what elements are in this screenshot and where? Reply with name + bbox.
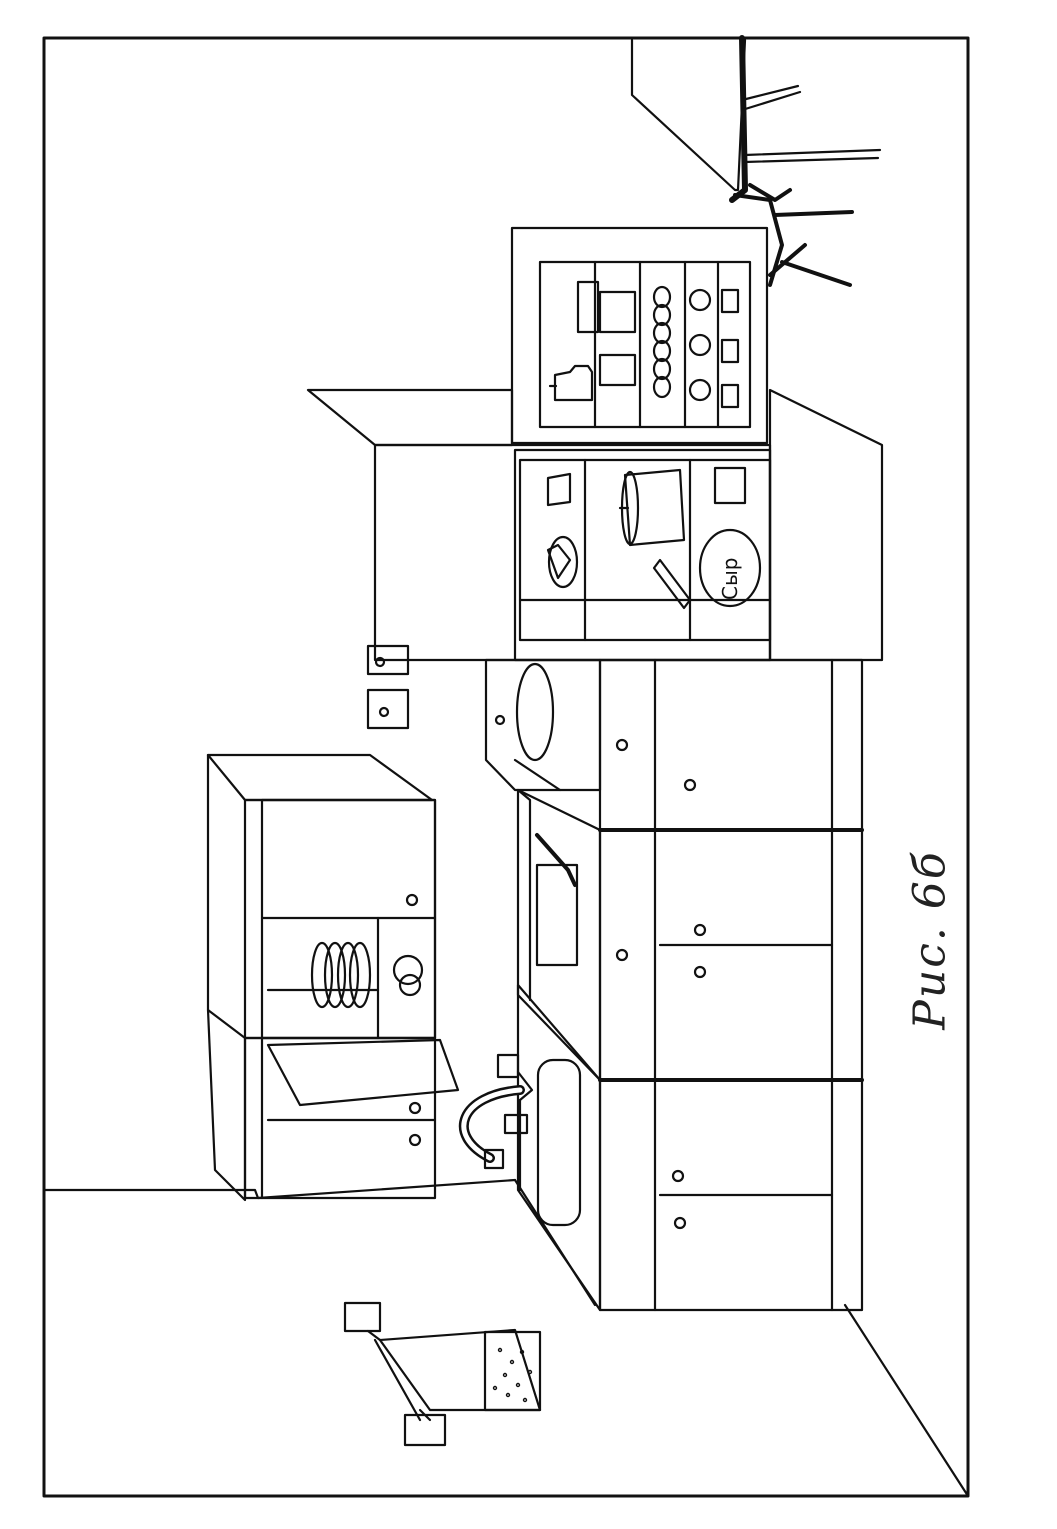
lower-cabinets <box>598 658 864 1312</box>
magnet <box>458 1053 534 1170</box>
floor-towel <box>343 1301 542 1447</box>
table <box>630 35 882 287</box>
cheese-label: Сыр <box>718 558 742 600</box>
sink <box>484 658 602 792</box>
picture-frame <box>42 36 970 1498</box>
pantry-cabinet: Сыр <box>306 388 884 730</box>
refrigerator <box>510 226 769 445</box>
washing-machine <box>516 983 602 1312</box>
figure-caption: Рис. 6б <box>904 850 956 1030</box>
dish-cabinet <box>206 753 460 1202</box>
room-outline <box>42 1178 970 1498</box>
